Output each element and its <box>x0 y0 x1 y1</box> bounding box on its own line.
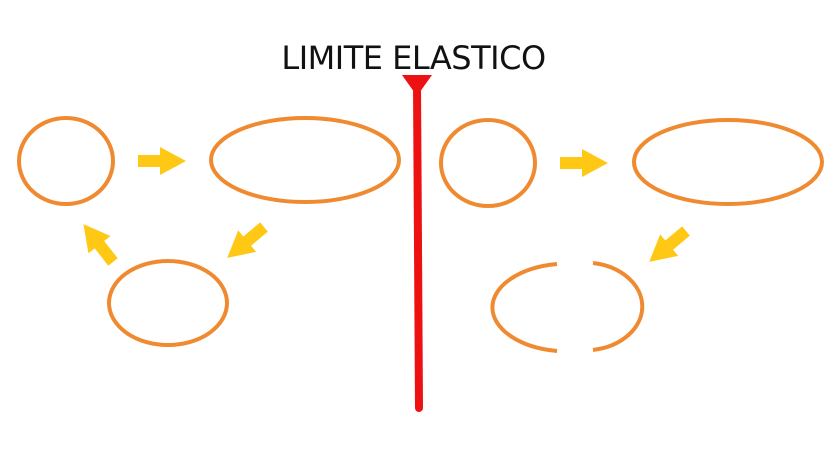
left-arrow-up-left-icon <box>72 215 125 271</box>
left-initial-circle <box>17 116 115 206</box>
right-initial-circle <box>439 118 537 208</box>
right-arrow-down-left-icon <box>640 220 695 273</box>
right-broken-ellipse-right-half <box>592 261 645 352</box>
right-stretched-ellipse <box>632 118 824 206</box>
plastic-rupture-panel <box>439 118 824 353</box>
right-broken-ellipse-left-half <box>490 262 558 353</box>
right-arrow-right-icon <box>560 149 608 177</box>
elastic-cycle-panel <box>17 116 401 347</box>
elastic-limit-divider <box>402 75 432 412</box>
diagram-title: LIMITE ELASTICO <box>281 39 546 77</box>
left-relaxing-ellipse <box>107 259 229 347</box>
left-arrow-right-icon <box>138 147 186 175</box>
left-stretched-ellipse <box>209 116 401 204</box>
limit-line <box>413 81 423 412</box>
left-arrow-down-left-icon <box>218 216 273 269</box>
